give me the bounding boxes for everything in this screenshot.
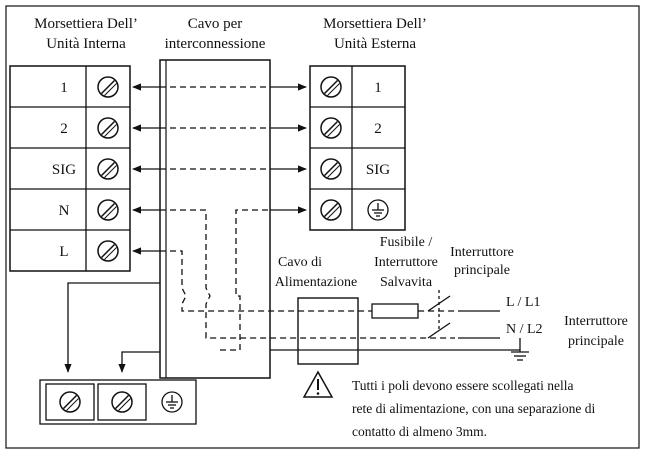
outdoor-terminal-label-sig: SIG bbox=[366, 162, 390, 178]
outdoor-terminal-label-1: 1 bbox=[374, 80, 382, 96]
bottom-feed-wires bbox=[64, 282, 520, 373]
screw-terminal-icon bbox=[320, 76, 342, 98]
indoor-header-line2: Unità Interna bbox=[46, 36, 126, 52]
power-cable-box bbox=[297, 297, 359, 365]
screw-terminal-icon bbox=[111, 391, 133, 413]
warning-triangle-icon bbox=[302, 370, 334, 398]
diagram-frame bbox=[5, 5, 640, 449]
main-switch-top-line2: principale bbox=[454, 263, 510, 278]
ground-symbol-icon bbox=[161, 391, 183, 413]
indoor-header-line1: Morsettiera Dell’ bbox=[34, 16, 138, 32]
main-switch-right-line2: principale bbox=[568, 334, 624, 349]
indoor-terminal-label-1: 1 bbox=[60, 80, 68, 96]
indoor-terminal-label-sig: SIG bbox=[52, 162, 76, 178]
indoor-terminal-label-l: L bbox=[59, 244, 68, 260]
power-cable-label-line1: Cavo di bbox=[278, 255, 322, 270]
line-n-label: N / L2 bbox=[506, 322, 543, 337]
indoor-terminal-label-2: 2 bbox=[60, 121, 68, 137]
main-switch-right-line1: Interruttore bbox=[564, 314, 628, 329]
fuse-label-line3: Salvavita bbox=[380, 275, 433, 290]
cable-header-line2: interconnessione bbox=[165, 36, 266, 52]
screw-terminal-icon bbox=[97, 240, 119, 262]
line-l-label: L / L1 bbox=[506, 295, 540, 310]
screw-terminal-icon bbox=[320, 158, 342, 180]
screw-terminal-icon bbox=[97, 158, 119, 180]
screw-terminal-icon bbox=[320, 117, 342, 139]
interconnection-wires bbox=[132, 83, 455, 351]
ground-symbol-icon bbox=[367, 199, 389, 221]
fuse-label-line1: Fusibile / bbox=[380, 235, 433, 250]
ground-symbol-icon bbox=[511, 338, 529, 361]
screw-terminal-icon bbox=[320, 199, 342, 221]
fuse-symbol bbox=[371, 303, 419, 319]
power-cable-label-line2: Alimentazione bbox=[275, 275, 357, 290]
warning-text-line3: contatto di almeno 3mm. bbox=[352, 424, 487, 439]
main-switch-symbol bbox=[427, 290, 500, 339]
screw-terminal-icon bbox=[59, 391, 81, 413]
screw-terminal-icon bbox=[97, 117, 119, 139]
interconnection-cable-box bbox=[159, 59, 271, 379]
indoor-terminal-block: 1 2 SIG N L bbox=[9, 65, 131, 272]
outdoor-terminal-label-2: 2 bbox=[374, 121, 382, 137]
warning-text-line1: Tutti i poli devono essere scollegati ne… bbox=[352, 378, 573, 393]
indoor-terminal-label-n: N bbox=[59, 203, 70, 219]
screw-terminal-icon bbox=[97, 199, 119, 221]
main-switch-top-line1: Interruttore bbox=[450, 245, 514, 260]
fuse-label-line2: Interruttore bbox=[374, 255, 438, 270]
screw-terminal-icon bbox=[97, 76, 119, 98]
outdoor-header-line2: Unità Esterna bbox=[334, 36, 416, 52]
outdoor-header-line1: Morsettiera Dell’ bbox=[323, 16, 427, 32]
outdoor-terminal-block: 1 2 SIG bbox=[309, 65, 406, 231]
warning-text-line2: rete di alimentazione, con una separazio… bbox=[352, 401, 596, 416]
bottom-terminal-block bbox=[39, 379, 197, 425]
cable-header-line1: Cavo per bbox=[188, 16, 243, 32]
